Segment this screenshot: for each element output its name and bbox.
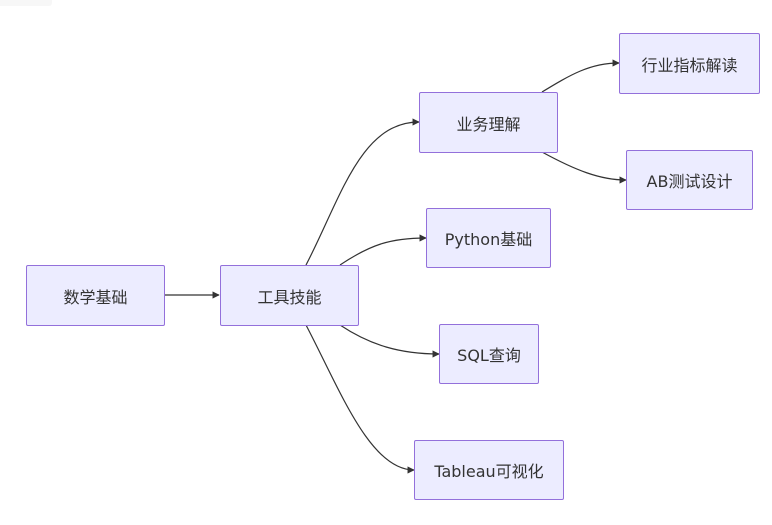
node-label: 工具技能: [257, 287, 322, 307]
node-industry-metrics: 行业指标解读: [619, 33, 760, 94]
edge-business-abtest: [541, 151, 627, 184]
edge-business-metrics: [541, 59, 620, 93]
node-math-foundation: 数学基础: [26, 265, 165, 326]
node-label: 数学基础: [63, 287, 128, 307]
node-label: 行业指标解读: [641, 55, 738, 75]
node-ab-test-design: AB测试设计: [626, 150, 753, 210]
node-label: SQL查询: [457, 346, 521, 365]
edge-tools-python: [339, 234, 427, 266]
edge-tools-sql: [339, 324, 440, 358]
node-tool-skills: 工具技能: [220, 265, 359, 326]
node-label: AB测试设计: [646, 172, 733, 191]
node-tableau-visualization: Tableau可视化: [414, 440, 564, 500]
edge-tools-tableau: [305, 324, 415, 474]
node-label: Python基础: [444, 230, 533, 249]
edge-tools-business: [305, 118, 420, 266]
node-label: Tableau可视化: [434, 462, 544, 481]
corner-artifact: [0, 0, 52, 6]
node-sql-query: SQL查询: [439, 324, 539, 384]
node-python-basics: Python基础: [426, 208, 551, 268]
node-label: 业务理解: [456, 114, 521, 134]
node-business-understanding: 业务理解: [419, 92, 558, 153]
